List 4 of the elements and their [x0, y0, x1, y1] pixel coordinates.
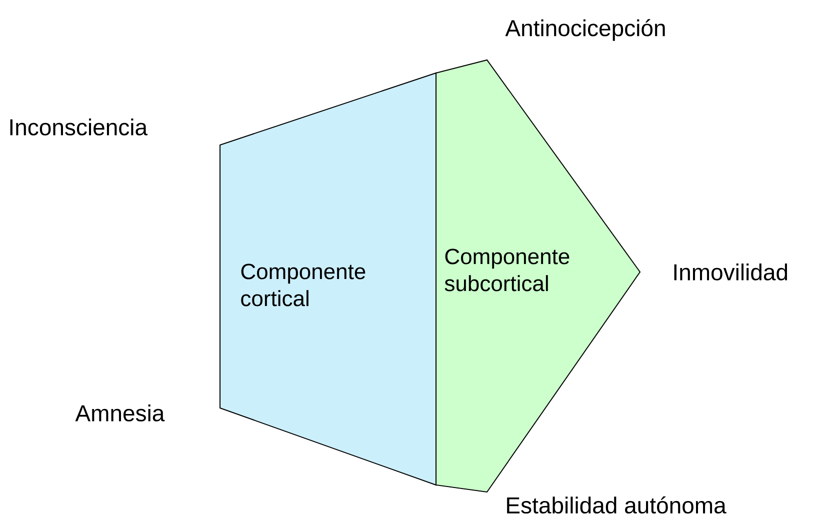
outer-label: Inconsciencia [10, 118, 148, 136]
outer-label: Inmovilidad [674, 264, 788, 280]
outer-label: Estabilidad autónoma [507, 496, 726, 514]
outer-label: Amnesia [75, 404, 165, 422]
